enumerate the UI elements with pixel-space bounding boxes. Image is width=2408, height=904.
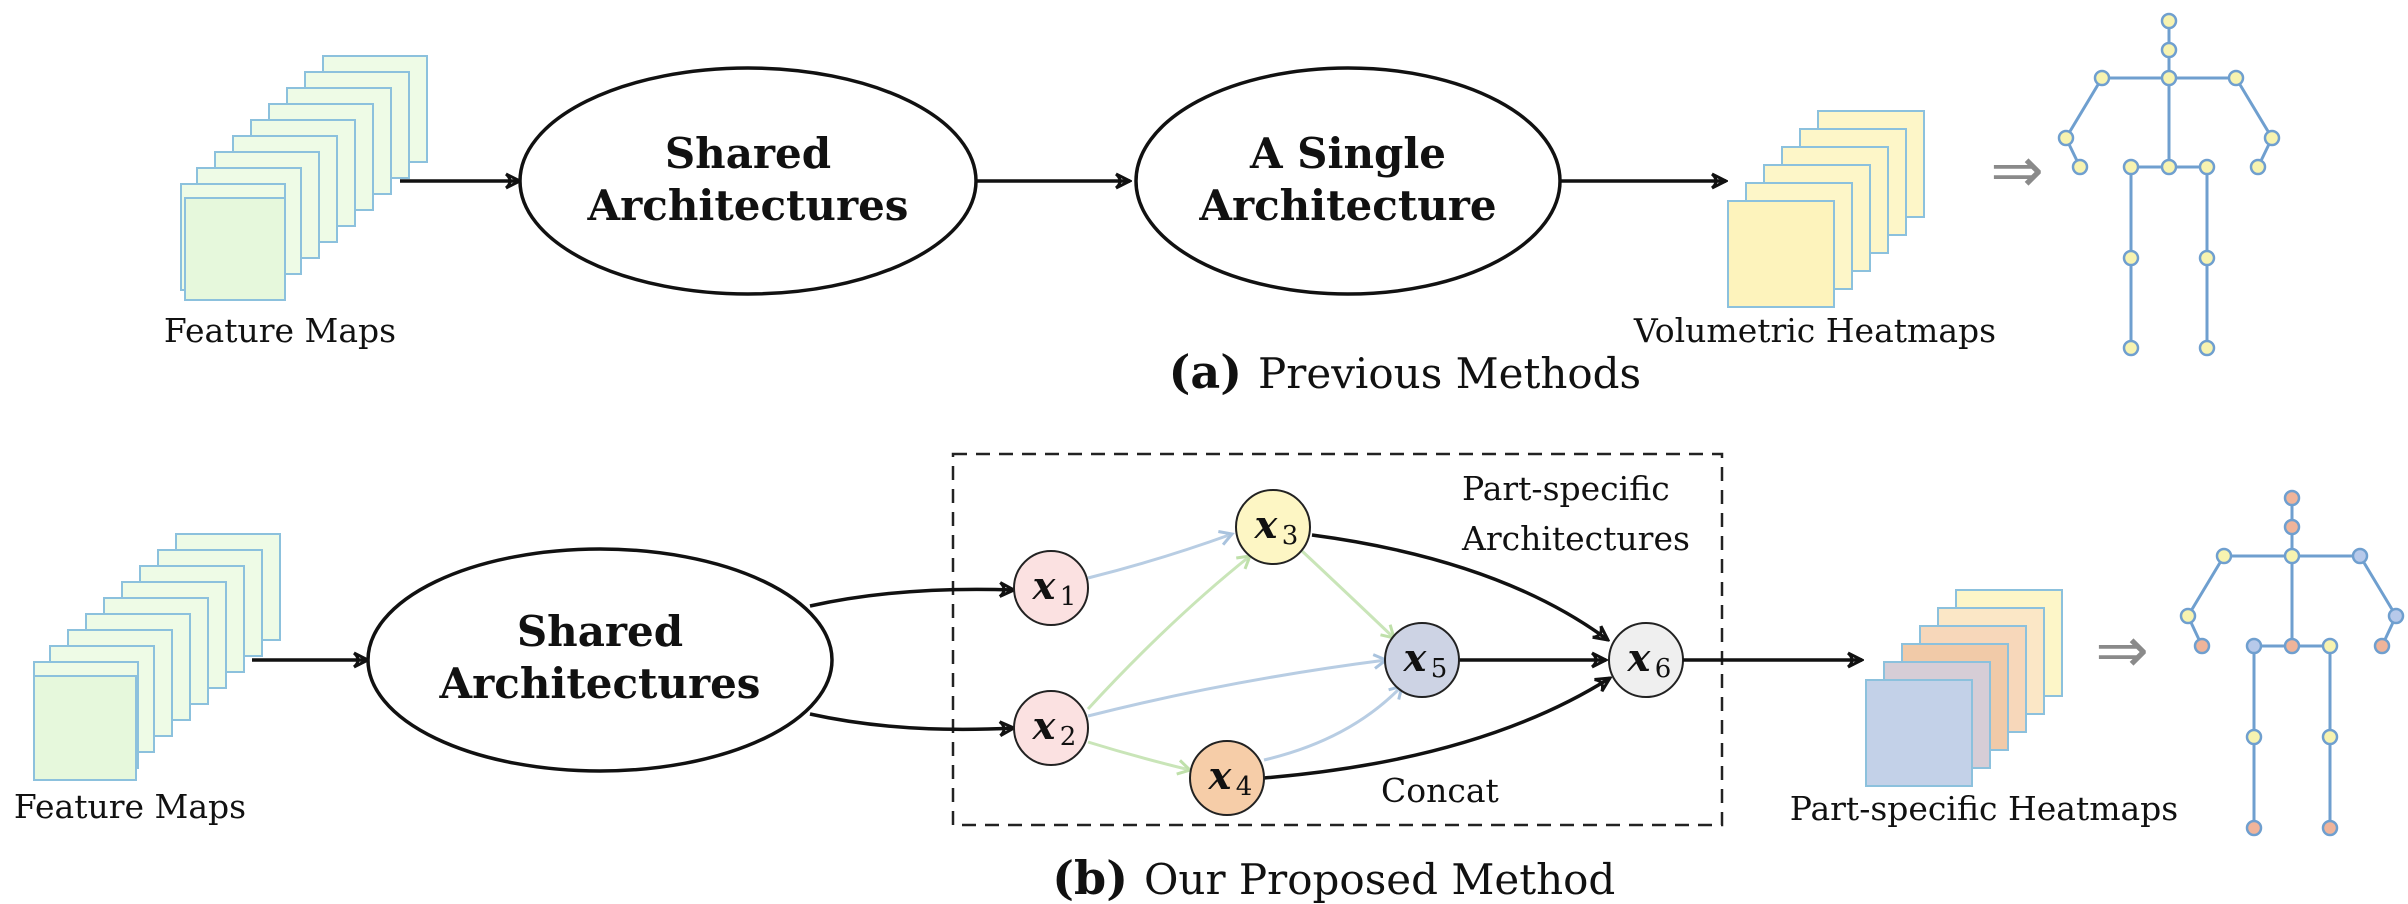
- node-x6: x 6: [1608, 622, 1684, 698]
- skeleton-b: [2186, 498, 2398, 828]
- svg-text:3: 3: [1282, 521, 1299, 551]
- svg-text:x: x: [1403, 635, 1428, 680]
- implies-arrow-b: ⇒: [2095, 614, 2149, 688]
- part-specific-heatmaps-stack: [1865, 589, 2063, 787]
- svg-text:5: 5: [1431, 654, 1448, 684]
- svg-text:x: x: [1032, 563, 1057, 608]
- svg-text:1: 1: [1060, 582, 1077, 612]
- node-x2: x 2: [1013, 690, 1089, 766]
- feature-maps-label-b: Feature Maps: [14, 787, 246, 826]
- shared-label-b-line1: Shared: [517, 607, 683, 656]
- edge-x4-x6: [1263, 678, 1610, 780]
- volumetric-heatmaps-label: Volumetric Heatmaps: [1633, 311, 1996, 350]
- feature-maps-label-a: Feature Maps: [164, 311, 396, 350]
- feature-maps-stack-a: [180, 55, 428, 301]
- edge-x3-x6: [1311, 533, 1608, 640]
- implies-arrow-a: ⇒: [1990, 134, 2044, 208]
- panel-b: Feature Maps Shared Architectures Part-s…: [14, 452, 2405, 904]
- single-label-line1: A Single: [1249, 129, 1446, 178]
- arrow-shared-to-x1: [809, 589, 1014, 608]
- edge-x1-x3: [1087, 530, 1235, 580]
- edge-x2-x3: [1086, 554, 1253, 711]
- edge-x2-x4: [1087, 740, 1193, 776]
- panel-a: Feature Maps Shared Architectures A Sing…: [164, 12, 2281, 399]
- skeleton-a-joints: [2057, 12, 2281, 357]
- part-specific-label-line2: Architectures: [1461, 519, 1690, 558]
- svg-text:x: x: [1627, 635, 1652, 680]
- caption-tag-b: (b): [1052, 851, 1128, 904]
- svg-text:x: x: [1208, 753, 1233, 798]
- volumetric-heatmaps-stack: [1727, 110, 1925, 308]
- caption-a: Previous Methods: [1258, 349, 1641, 398]
- svg-text:4: 4: [1236, 772, 1253, 802]
- caption-b: Our Proposed Method: [1144, 855, 1615, 904]
- svg-text:x: x: [1254, 502, 1279, 547]
- shared-architectures-ellipse-b: [366, 547, 834, 773]
- caption-tag-a: (a): [1169, 345, 1242, 399]
- svg-text:2: 2: [1060, 722, 1077, 752]
- svg-text:6: 6: [1655, 654, 1672, 684]
- shared-label-b-line2: Architectures: [439, 659, 761, 708]
- feature-maps-stack-b: [33, 533, 281, 781]
- concat-label: Concat: [1381, 771, 1499, 810]
- node-x1: x 1: [1013, 550, 1089, 626]
- shared-label-a-line2: Architectures: [587, 181, 909, 230]
- node-x4: x 4: [1189, 740, 1265, 816]
- edge-x4-x5: [1263, 683, 1405, 762]
- part-specific-dashed-box: [951, 452, 1724, 827]
- edge-x3-x5: [1300, 549, 1397, 641]
- part-specific-label-line1: Part-specific: [1462, 469, 1670, 508]
- node-x5: x 5: [1384, 622, 1460, 698]
- part-specific-heatmaps-label: Part-specific Heatmaps: [1790, 789, 2178, 828]
- svg-text:x: x: [1032, 703, 1057, 748]
- skeleton-b-joints: [2179, 489, 2405, 837]
- shared-label-a-line1: Shared: [665, 129, 831, 178]
- edge-x2-x5: [1087, 653, 1389, 718]
- node-x3: x 3: [1235, 489, 1311, 565]
- arrow-shared-to-x2: [809, 712, 1014, 729]
- single-label-line2: Architecture: [1198, 181, 1496, 230]
